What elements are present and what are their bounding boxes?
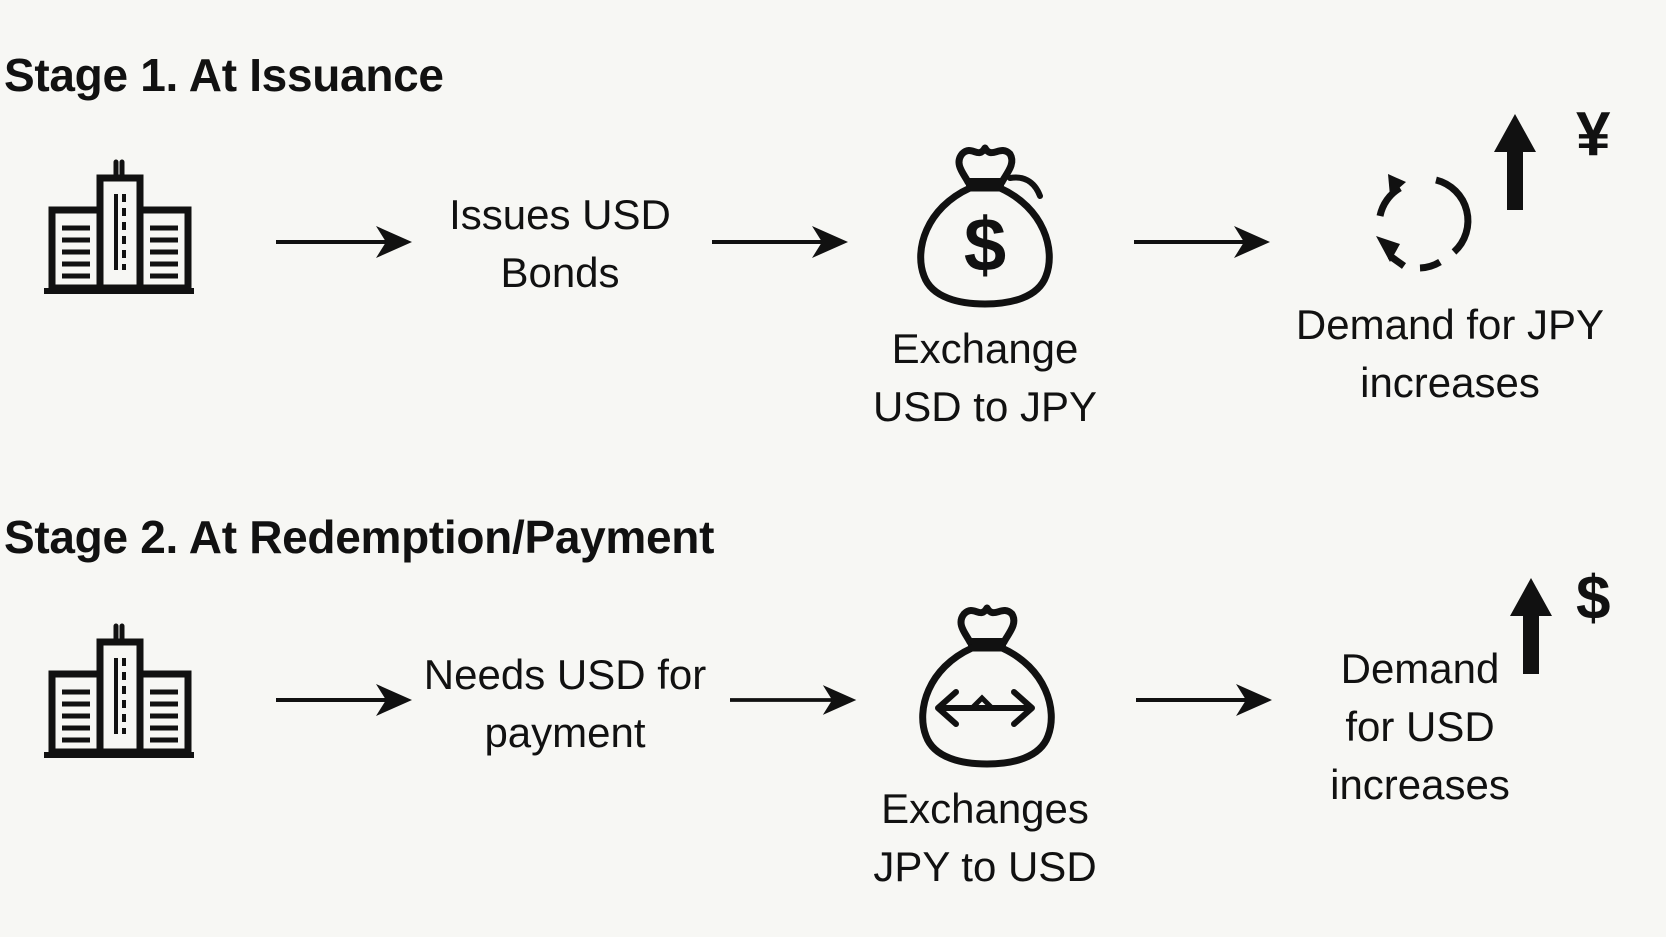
demand-for-jpy-label: Demand for JPY increases <box>1295 301 1605 406</box>
exchange-usd-to-jpy-label: Exchange USD to JPY <box>872 325 1098 430</box>
yen-symbol: ¥ <box>1576 100 1611 169</box>
stage1-title: Stage 1. At Issuance <box>4 49 444 101</box>
dollar-symbol: $ <box>1576 564 1611 633</box>
exchanges-jpy-to-usd-label: Exchanges JPY to USD <box>873 785 1097 890</box>
arrow-right-icon <box>712 222 852 262</box>
money-bag-dollar-icon: $ <box>910 138 1060 308</box>
arrow-right-icon <box>730 680 860 720</box>
building-icon <box>38 608 218 768</box>
stage2-title: Stage 2. At Redemption/Payment <box>4 511 715 563</box>
arrow-right-icon <box>276 222 416 262</box>
arrow-right-icon <box>276 680 416 720</box>
dollar-symbol: $ <box>963 203 1007 288</box>
demand-for-usd-label: Demand for USD increases <box>1330 645 1510 808</box>
refresh-cycle-icon <box>1376 174 1472 272</box>
arrow-right-icon <box>1134 222 1274 262</box>
building-icon <box>38 144 218 304</box>
money-bag-exchange-icon <box>912 598 1062 768</box>
arrow-up-icon <box>1490 112 1540 212</box>
needs-usd-label: Needs USD for payment <box>423 651 707 756</box>
issues-usd-bonds-label: Issues USD Bonds <box>449 191 671 296</box>
arrow-right-icon <box>1136 680 1276 720</box>
